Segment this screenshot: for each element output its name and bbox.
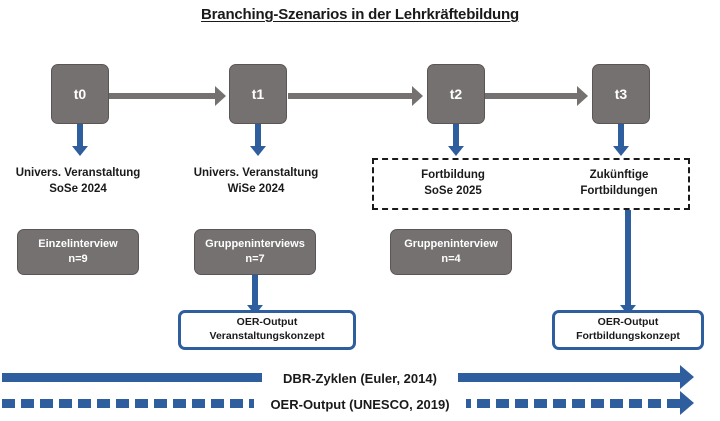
connector-t0-t1-arrowhead (215, 86, 226, 106)
connector-t1-t2 (288, 93, 414, 99)
phase-label-t3-line1: Zukünftige (589, 169, 649, 181)
timeline-node-t1[interactable]: t1 (229, 64, 287, 124)
interview-box-gruppeninterview-4-type: Gruppeninterview (404, 238, 498, 251)
future-phases-dashed-container (372, 158, 690, 210)
arrow-t0-to-phase-shaft (77, 124, 83, 146)
timeline-node-t0-label: t0 (73, 86, 87, 102)
arrow-t2-to-phase-shaft (453, 124, 459, 146)
interview-box-gruppeninterviews-7[interactable]: Gruppeninterviews n=7 (194, 229, 316, 275)
interview-box-einzelinterview-type: Einzelinterview (38, 238, 118, 251)
page-title: Branching-Szenarios in der Lehrkräftebil… (0, 6, 720, 23)
interview-box-einzelinterview-n: n=9 (68, 253, 88, 265)
timeline-node-t3-label: t3 (614, 86, 628, 102)
connector-t2-t3-arrowhead (577, 86, 588, 106)
interview-box-gruppeninterview-4[interactable]: Gruppeninterview n=4 (390, 229, 512, 275)
phase-label-t0-line1: Univers. Veranstaltung (15, 167, 141, 179)
output-box-veranstaltungskonzept-line2: Veranstaltungskonzept (209, 330, 325, 342)
oer-output-bar-arrowhead (680, 391, 694, 415)
dbr-cycles-bar-arrowhead (680, 365, 694, 389)
arrow-t1-to-phase-head (250, 146, 266, 156)
page-title-text: Branching-Szenarios in der Lehrkräftebil… (201, 6, 519, 23)
phase-label-t1: Univers. Veranstaltung WiSe 2024 (180, 166, 332, 197)
connector-t2-t3 (485, 93, 579, 99)
arrow-t2-to-phase-head (448, 146, 464, 156)
phase-label-t1-line2: WiSe 2024 (227, 182, 285, 195)
arrow-t3-to-oer2-shaft (625, 210, 631, 305)
output-box-fortbildungskonzept-line2: Fortbildungskonzept (576, 330, 680, 342)
interview-box-gruppeninterviews-7-type: Gruppeninterviews (205, 238, 305, 251)
phase-label-t3: Zukünftige Fortbildungen (551, 168, 687, 199)
arrow-interviews-to-oer1-shaft (252, 275, 258, 305)
phase-label-t2: Fortbildung SoSe 2025 (385, 168, 521, 199)
timeline-node-t3[interactable]: t3 (592, 64, 650, 124)
timeline-node-t2-label: t2 (449, 86, 463, 102)
timeline-node-t0[interactable]: t0 (51, 64, 109, 124)
arrow-t1-to-phase-shaft (255, 124, 261, 146)
output-box-fortbildungskonzept[interactable]: OER-Output Fortbildungskonzept (552, 310, 704, 350)
output-box-fortbildungskonzept-line1: OER-Output (597, 316, 659, 329)
phase-label-t3-line2: Fortbildungen (580, 184, 658, 197)
connector-t0-t1 (107, 93, 217, 99)
output-box-veranstaltungskonzept[interactable]: OER-Output Veranstaltungskonzept (178, 310, 356, 350)
arrow-t3-to-phase-head (613, 146, 629, 156)
connector-t1-t2-arrowhead (412, 86, 423, 106)
phase-label-t2-line2: SoSe 2025 (424, 184, 482, 197)
phase-label-t1-line1: Univers. Veranstaltung (193, 167, 319, 179)
timeline-node-t1-label: t1 (251, 86, 265, 102)
dbr-cycles-bar-label: DBR-Zyklen (Euler, 2014) (262, 369, 458, 388)
phase-label-t2-line1: Fortbildung (421, 169, 485, 181)
interview-box-gruppeninterview-4-n: n=4 (441, 253, 461, 265)
phase-label-t0-line2: SoSe 2024 (49, 182, 107, 195)
phase-label-t0: Univers. Veranstaltung SoSe 2024 (2, 166, 154, 197)
arrow-t3-to-phase-shaft (618, 124, 624, 146)
interview-box-einzelinterview[interactable]: Einzelinterview n=9 (17, 229, 139, 275)
arrow-t0-to-phase-head (72, 146, 88, 156)
interview-box-gruppeninterviews-7-n: n=7 (245, 253, 265, 265)
output-box-veranstaltungskonzept-line1: OER-Output (236, 316, 298, 329)
oer-output-bar-label: OER-Output (UNESCO, 2019) (254, 395, 466, 414)
timeline-node-t2[interactable]: t2 (427, 64, 485, 124)
